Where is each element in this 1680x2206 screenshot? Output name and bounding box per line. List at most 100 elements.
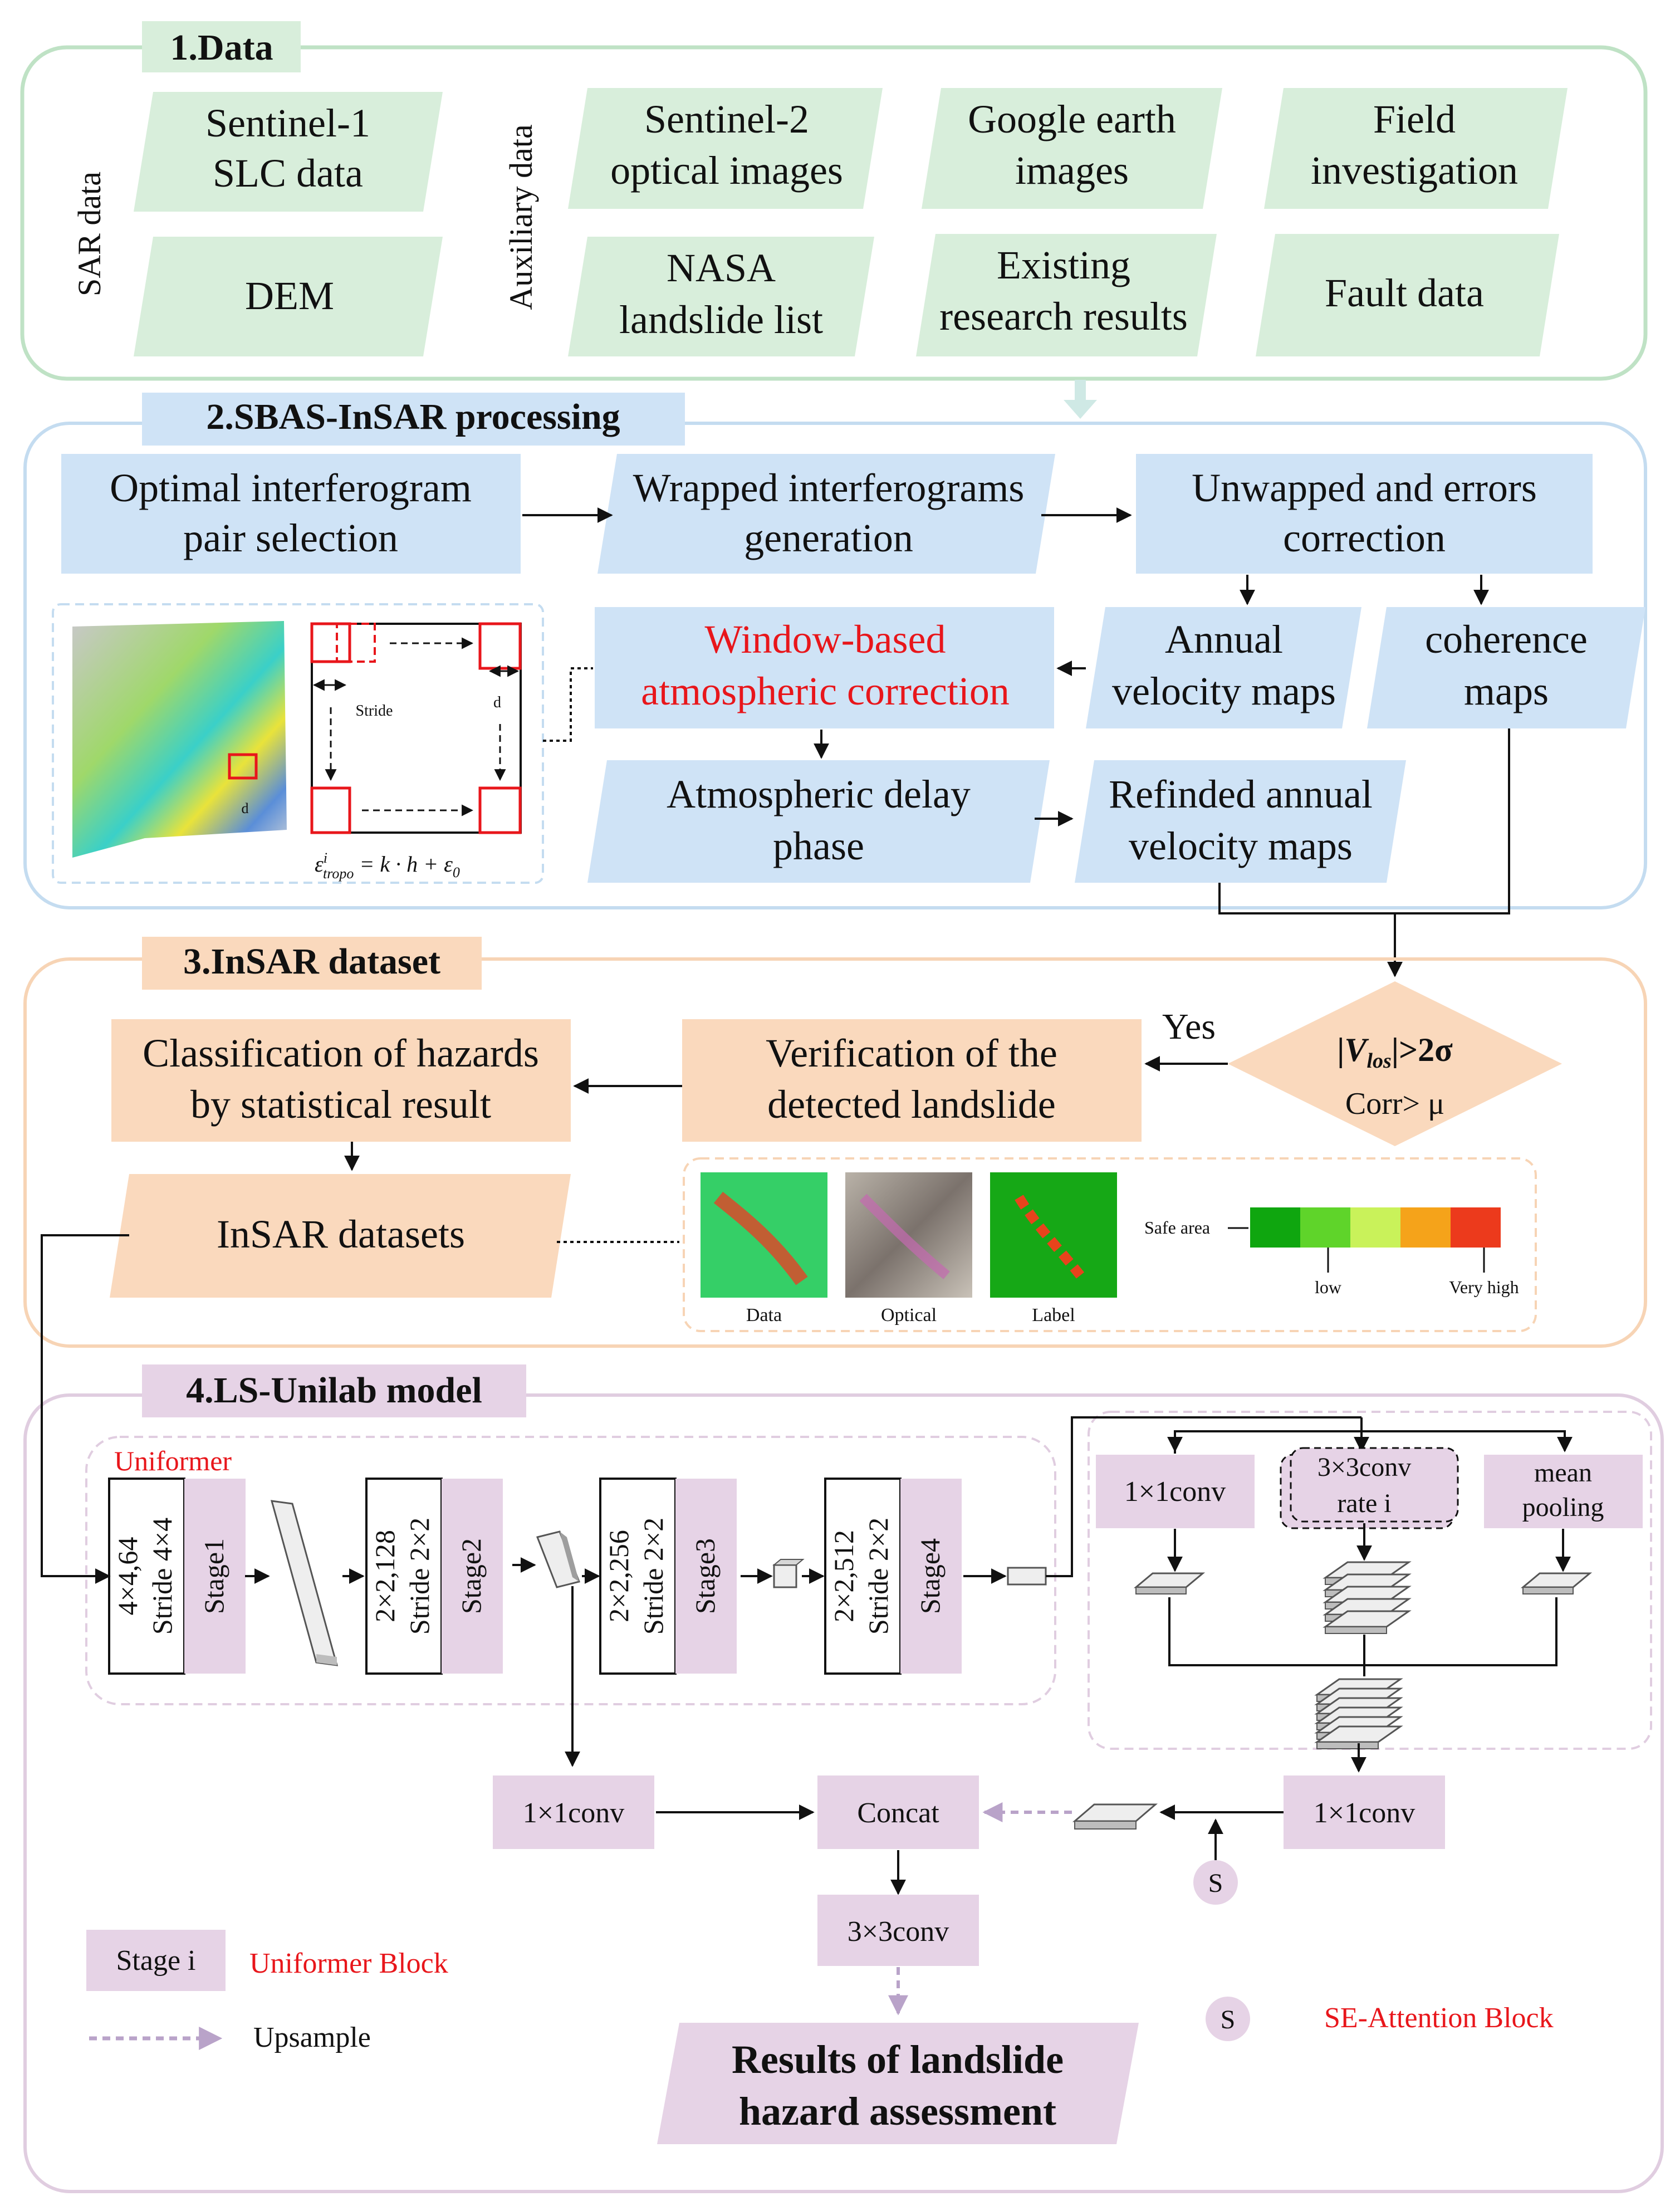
stride-label: Stride [356,702,393,720]
coherence-line2: maps [1464,669,1549,713]
window-line2: atmospheric correction [641,669,1010,713]
concat-tensor-layer-edge-6 [1316,1742,1379,1749]
section-data-title-bg [142,21,301,72]
optical-sample-caption: Optical [881,1305,937,1325]
sentinel2-line2: optical images [610,148,843,193]
classification-line1: Classification of hazards [143,1031,539,1075]
line-refined-down [1218,883,1395,914]
wrapped-box [597,454,1055,574]
existing-line2: research results [939,294,1188,339]
window-line1: Window-based [705,617,946,662]
grid-d-label: d [493,694,501,711]
section-dataset-title: 3.InSAR dataset [183,941,440,982]
field-line1: Field [1373,97,1456,141]
section-data: 1.Data SAR data Auxiliary data Sentinel-… [20,21,1648,381]
aspp-dilated-conv-box [1290,1447,1459,1523]
map-window-marker [228,753,258,780]
sentinel2-box [568,88,883,209]
aspp-pooling-line2: pooling [1522,1493,1604,1522]
google-earth-line2: images [1015,148,1129,193]
unwrapped-box [1136,454,1593,574]
google-earth-line1: Google earth [968,97,1176,141]
classification-box [111,1019,571,1142]
nasa-box [568,237,874,356]
decoder-conv1x1-right-box [1284,1775,1445,1849]
verification-line2: detected landslide [767,1082,1056,1127]
stage-dims-3: 2×2,256 [603,1530,634,1622]
very-high-label: Very high [1449,1277,1519,1297]
annual-line2: velocity maps [1112,669,1336,713]
feature-map-1-edge [316,1654,337,1665]
sentinel1-line2: SLC data [213,151,363,195]
stride-window-tl-shift [336,623,376,663]
annual-velocity-box [1086,607,1361,728]
legend-se-symbol: S [1221,2005,1236,2034]
nasa-line2: landslide list [619,297,823,342]
condition-rest: |>2σ [1392,1031,1453,1068]
fault-data-label: Fault data [1325,271,1484,315]
line-coherence-down [1387,728,1510,977]
delay-phase-box [587,760,1050,883]
stage-name-1: Stage1 [198,1538,229,1614]
formula-eps: ε [315,852,324,877]
aspp-mean-pooling-box [1484,1455,1643,1528]
stage-name-4: Stage4 [914,1538,946,1614]
connector-arrowhead [1064,400,1097,419]
section-model-frame [23,1393,1664,2193]
stage-stride-2: Stride 2×2 [404,1518,435,1635]
unwrapped-line2: correction [1283,516,1446,560]
wrapped-line2: generation [744,516,913,560]
decoder-tensor [1072,1803,1158,1822]
stage-label-box-4 [900,1479,962,1674]
scale-swatch-1 [1250,1207,1300,1248]
safe-area-label: Safe area [1144,1217,1210,1237]
section-model-title: 4.LS-Unilab model [186,1370,482,1411]
aspp-conv1x1-box [1096,1455,1255,1528]
aspp-conv1x1-label: 1×1conv [1124,1476,1226,1508]
field-investigation-box [1264,88,1568,209]
data-sample-caption: Data [746,1305,782,1325]
aspp-tensor-right [1520,1572,1593,1588]
formula-sub: tropo [323,865,354,882]
section-dataset-title-bg [142,937,482,990]
insar-datasets-box [110,1174,571,1298]
stage-config-box-1 [108,1478,185,1675]
aspp-frame [1088,1411,1652,1750]
aspp-tensor-left-front [1135,1587,1187,1594]
data-sample-streak [713,1191,808,1285]
refined-line1: Refinded annual [1109,772,1373,816]
stride-window-br [478,786,522,834]
stride-window-bl [310,786,351,834]
google-earth-box [922,88,1222,209]
sar-data-label: SAR data [71,172,107,296]
results-box [657,2023,1139,2144]
section-sbas-frame [23,422,1647,909]
hazard-color-scale [1250,1207,1501,1248]
sentinel1-line1: Sentinel-1 [205,101,370,145]
threshold-decision-diamond [1228,981,1562,1146]
section-dataset-frame [23,957,1647,1348]
results-line1: Results of landslide [732,2037,1064,2082]
dataset-preview-frame [683,1157,1537,1332]
auxiliary-data-label: Auxiliary data [503,124,539,310]
verification-box [682,1019,1142,1142]
annual-line1: Annual [1165,617,1283,662]
stage-dims-2: 2×2,128 [369,1530,400,1622]
feature-map-4 [1007,1567,1047,1586]
stage-name-2: Stage2 [455,1538,487,1614]
aspp-tensor-right-front [1522,1587,1574,1594]
stride-grid-frame [311,623,522,834]
insar-datasets-label: InSAR datasets [217,1212,465,1256]
condition-v: V [1344,1031,1369,1068]
feature-map-3 [773,1564,797,1588]
conv3x3-label: 3×3conv [848,1916,949,1948]
stage-label-box-3 [675,1479,737,1674]
stage-label-box-2 [442,1479,503,1674]
decoder-tensor-front [1074,1821,1137,1830]
aspp-dilated-line1: 3×3conv [1317,1452,1411,1482]
se-attention-label: S [1208,1869,1223,1898]
aspp-tensor-layer-edge-5 [1325,1626,1387,1634]
sentinel2-line1: Sentinel-2 [644,97,809,141]
coherence-box [1367,607,1645,728]
